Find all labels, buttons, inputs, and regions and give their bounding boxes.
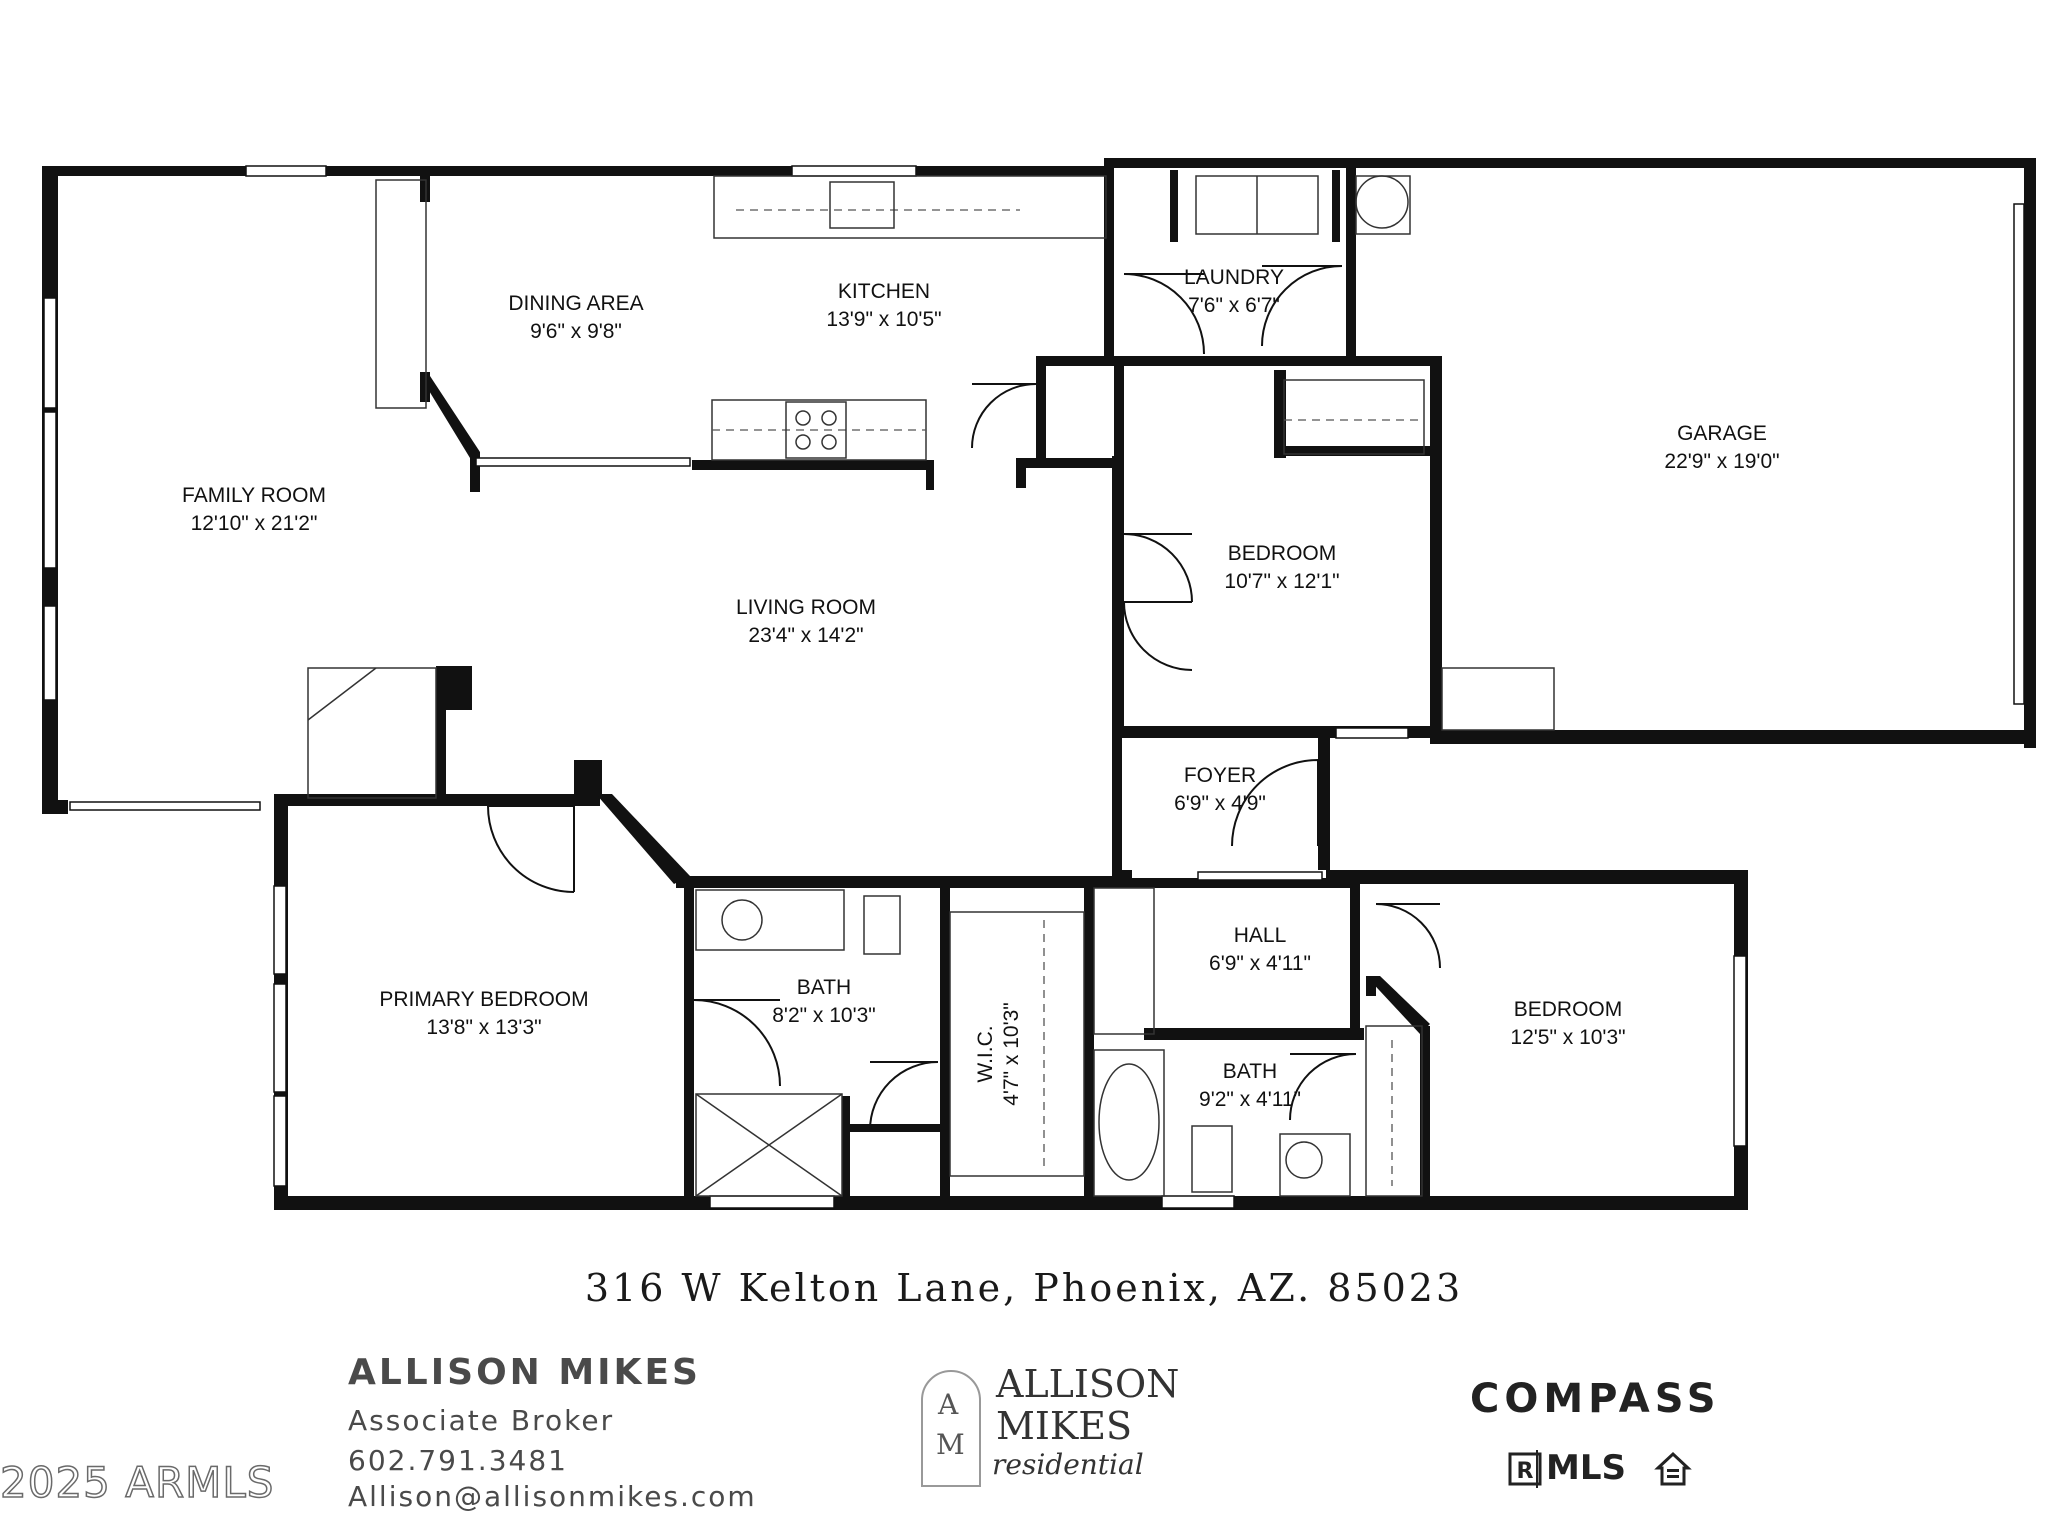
armls-watermark: 2025 ARMLS xyxy=(0,1457,275,1508)
agent-phone: 602.791.3481 xyxy=(348,1444,568,1477)
equal-housing-icon xyxy=(1654,1451,1692,1486)
room-dims-bedroom-right: 12'5" x 10'3" xyxy=(1510,1026,1625,1049)
room-dims-wic: 4'7" x 10'3" xyxy=(1000,1002,1023,1106)
room-name-primary-bedroom: PRIMARY BEDROOM xyxy=(379,988,588,1011)
room-name-dining-area: DINING AREA xyxy=(508,292,643,315)
room-labels: FAMILY ROOM 12'10" x 21'2" DINING AREA 9… xyxy=(182,266,1780,1111)
brand-line-2: MIKES xyxy=(996,1404,1133,1448)
room-name-hall: HALL xyxy=(1234,924,1287,947)
monogram-a: A xyxy=(938,1388,959,1421)
svg-text:R: R xyxy=(1517,1459,1534,1484)
walls xyxy=(42,158,2036,1210)
agent-title: Associate Broker xyxy=(348,1404,615,1437)
room-dims-primary-bedroom: 13'8" x 13'3" xyxy=(426,1016,541,1039)
room-name-living-room: LIVING ROOM xyxy=(736,596,876,619)
logo-divider xyxy=(1536,1450,1538,1488)
realtor-icon: R xyxy=(1508,1452,1542,1486)
fixtures xyxy=(307,175,1555,1197)
room-dims-living-room: 23'4" x 14'2" xyxy=(748,624,863,647)
windows xyxy=(43,165,2025,1209)
room-name-bedroom-right: BEDROOM xyxy=(1514,998,1623,1021)
room-dims-laundry: 7'6" x 6'7" xyxy=(1188,294,1280,317)
doors xyxy=(487,265,1441,1131)
room-name-wic: W.I.C. xyxy=(974,1025,997,1082)
room-name-laundry: LAUNDRY xyxy=(1184,266,1284,289)
monogram-arch-icon xyxy=(921,1370,981,1487)
room-name-foyer: FOYER xyxy=(1184,764,1256,787)
brand-line-1: ALLISON xyxy=(996,1362,1180,1406)
mls-logo: MLS xyxy=(1546,1448,1626,1488)
compass-logo: COMPASS xyxy=(1470,1376,1721,1422)
room-dims-garage: 22'9" x 19'0" xyxy=(1664,450,1779,473)
room-dims-hall: 6'9" x 4'11" xyxy=(1209,952,1311,975)
room-dims-bedroom-center: 10'7" x 12'1" xyxy=(1224,570,1339,593)
room-dims-foyer: 6'9" x 4'9" xyxy=(1174,792,1266,815)
room-name-garage: GARAGE xyxy=(1677,422,1767,445)
monogram-m: M xyxy=(936,1428,965,1461)
room-name-kitchen: KITCHEN xyxy=(838,280,930,303)
room-dims-bath-primary: 8'2" x 10'3" xyxy=(772,1004,876,1027)
property-address: 316 W Kelton Lane, Phoenix, AZ. 85023 xyxy=(584,1266,1464,1310)
room-dims-dining-area: 9'6" x 9'8" xyxy=(530,320,622,343)
agent-email: Allison@allisonmikes.com xyxy=(348,1480,757,1513)
allison-mikes-brand-logo: A M ALLISON MIKES residential xyxy=(916,1362,1180,1492)
room-dims-bath-hall: 9'2" x 4'11" xyxy=(1199,1088,1301,1111)
room-dims-kitchen: 13'9" x 10'5" xyxy=(826,308,941,331)
room-name-bath-primary: BATH xyxy=(797,976,851,999)
brand-script: residential xyxy=(992,1448,1144,1481)
room-dims-family-room: 12'10" x 21'2" xyxy=(191,512,318,535)
room-name-bath-hall: BATH xyxy=(1223,1060,1277,1083)
room-name-bedroom-center: BEDROOM xyxy=(1228,542,1337,565)
agent-name: ALLISON MIKES xyxy=(348,1352,701,1393)
wic-label: W.I.C. 4'7" x 10'3" xyxy=(974,1002,1023,1106)
room-name-family-room: FAMILY ROOM xyxy=(182,484,326,507)
